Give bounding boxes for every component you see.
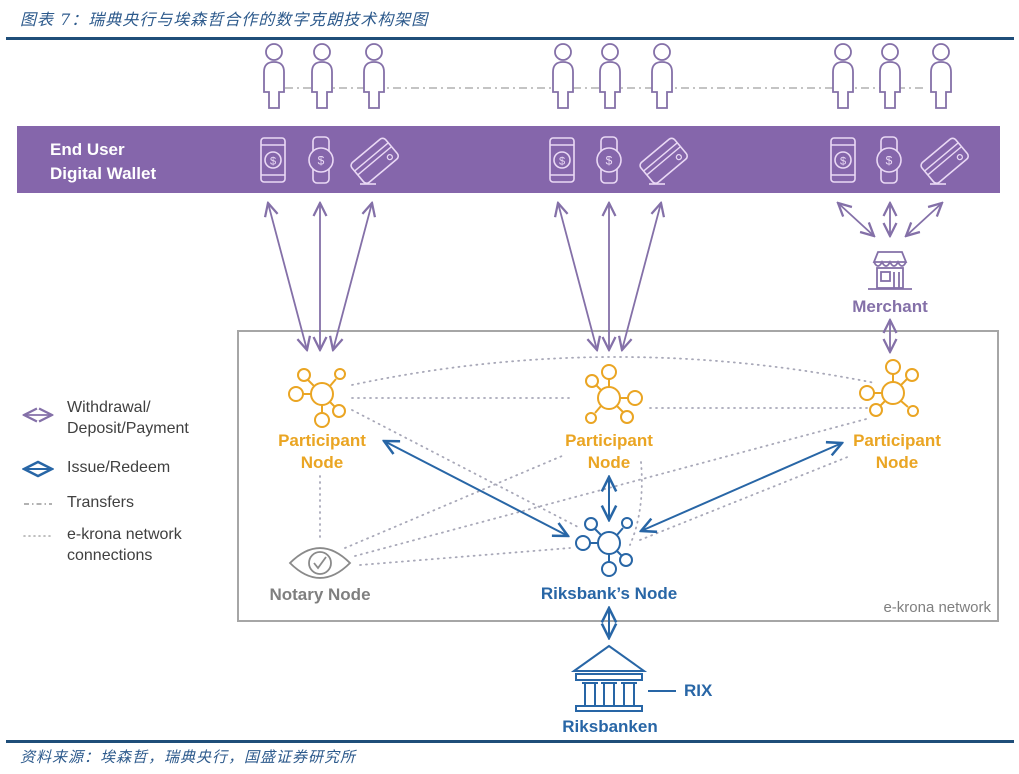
wallet-devices-right [830, 135, 971, 186]
dotted-connection [351, 409, 581, 529]
user-group-left [263, 43, 385, 109]
person-icon [311, 43, 333, 109]
card-icon [348, 135, 401, 186]
card-icon [637, 135, 690, 186]
legend-item-issue: Issue/Redeem [67, 457, 170, 478]
legend-text-line1: Withdrawal/ [67, 399, 151, 416]
legend-text-line2: Deposit/Payment [67, 420, 189, 437]
notary-node-label: Notary Node [269, 585, 371, 604]
label-line2: Node [875, 453, 919, 472]
participant-node-left-label: Participant Node [262, 430, 382, 474]
withdrawal-arrow [333, 203, 372, 350]
wallet-label-line2: Digital Wallet [50, 164, 157, 183]
issue-redeem-arrow [641, 443, 842, 531]
legend-text-line1: Issue/Redeem [67, 459, 171, 476]
smartwatch-dollar-icon [308, 136, 334, 184]
card-icon [918, 135, 971, 186]
withdrawal-arrow [558, 203, 597, 350]
user-group-right [832, 43, 952, 109]
smartphone-dollar-icon [830, 137, 856, 183]
person-icon [263, 43, 285, 109]
bank-building-icon [570, 644, 676, 712]
person-icon [879, 43, 901, 109]
e-krona-network-label: e-krona network [883, 599, 991, 616]
participant-node-center-label: Participant Node [549, 430, 669, 474]
smartwatch-dollar-icon [596, 136, 622, 184]
person-icon [930, 43, 952, 109]
withdrawal-arrow [906, 203, 942, 236]
dotted-connection [359, 547, 571, 566]
label-line2: Node [300, 453, 344, 472]
label-line1: Participant [278, 431, 366, 450]
legend-text-line2: connections [67, 547, 153, 564]
person-icon [651, 43, 673, 109]
smartphone-dollar-icon [549, 137, 575, 183]
rix-label: RIX [684, 681, 713, 700]
legend-text-line1: Transfers [67, 494, 134, 511]
wallet-devices-left [260, 135, 401, 186]
label-line1: Participant [565, 431, 653, 450]
riksbanken-label: Riksbanken [562, 717, 658, 736]
riksbank-node-label: Riksbank’s Node [540, 584, 678, 603]
figure-caption: 图表 7：瑞典央行与埃森哲合作的数字克朗技术构架图 [20, 10, 429, 29]
top-rule [6, 37, 1014, 40]
label-line2: Node [587, 453, 631, 472]
wallet-label-line1: End User [50, 140, 125, 159]
issue-redeem-arrow [384, 441, 568, 536]
smartwatch-dollar-icon [876, 136, 902, 184]
bottom-rule [6, 740, 1014, 743]
legend-item-transfers: Transfers [67, 492, 134, 513]
dotted-connection [351, 356, 876, 386]
withdrawal-arrow [268, 203, 307, 350]
legend-text-line1: e-krona network [67, 526, 182, 543]
user-group-center [552, 43, 673, 109]
withdrawal-arrow [622, 203, 661, 350]
source-caption: 资料来源：埃森哲，瑞典央行，国盛证券研究所 [20, 748, 357, 766]
riksbank-node-icon [575, 517, 633, 577]
withdrawal-arrow [838, 203, 874, 236]
participant-node-icon [288, 368, 346, 428]
smartphone-dollar-icon [260, 137, 286, 183]
person-icon [363, 43, 385, 109]
person-icon [832, 43, 854, 109]
wallet-label: End User Digital Wallet [50, 138, 156, 186]
participant-node-icon [859, 359, 919, 417]
person-icon [552, 43, 574, 109]
label-line1: Participant [853, 431, 941, 450]
legend-item-network: e-krona network connections [67, 524, 182, 566]
merchant-label: Merchant [852, 297, 928, 316]
person-icon [599, 43, 621, 109]
dotted-connection [629, 461, 643, 546]
wallet-devices-center [549, 135, 690, 186]
participant-node-icon [585, 364, 643, 424]
legend-item-withdrawal: Withdrawal/ Deposit/Payment [67, 397, 189, 439]
storefront-icon [868, 251, 912, 290]
eye-check-icon [288, 547, 352, 579]
dotted-connection [639, 455, 851, 541]
participant-node-right-label: Participant Node [837, 430, 957, 474]
